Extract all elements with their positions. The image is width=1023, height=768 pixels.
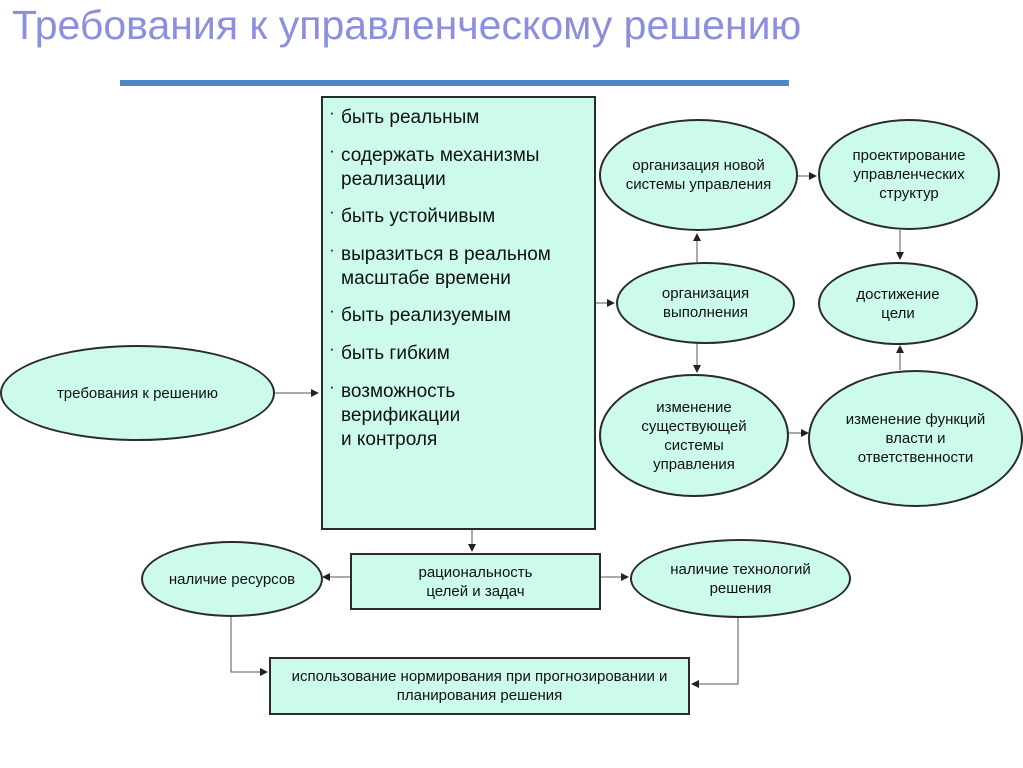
requirement-item: выразиться в реальном масштабе времени — [329, 238, 588, 291]
requirement-item: быть устойчивым — [329, 200, 588, 229]
node-requirements: требования к решению — [0, 345, 275, 441]
arrow-resources-to-norming — [230, 616, 268, 676]
node-norming: использование нормирования при прогнозир… — [269, 657, 690, 715]
node-change-system: изменение существующей системы управлени… — [599, 374, 789, 497]
node-goal-achievement-label: достижение цели — [856, 285, 940, 322]
node-org-execution-label: организация выполнения — [661, 285, 750, 321]
node-technologies-label: наличие технологий решения — [670, 560, 811, 597]
node-rationality: рациональность целей и задач — [350, 553, 601, 610]
node-change-functions-label: изменение функций власти и ответственнос… — [845, 411, 986, 466]
node-rationality-label: рациональность целей и задач — [418, 563, 533, 600]
node-design-structures: проектирование управленческих структур — [818, 119, 1000, 230]
node-goal-achievement: достижение цели — [818, 262, 978, 345]
requirement-item: возможность верификации и контроля — [329, 375, 588, 452]
node-design-structures-label: проектирование управленческих структур — [852, 147, 966, 202]
node-resources: наличие ресурсов — [141, 541, 323, 617]
page-title: Требования к управленческому решению — [12, 2, 802, 48]
title-underline — [120, 80, 789, 86]
node-org-execution: организация выполнения — [616, 262, 795, 344]
requirement-item: быть гибким — [329, 337, 588, 366]
node-norming-label: использование нормирования при прогнозир… — [291, 668, 668, 704]
arrow-technologies-to-norming — [691, 616, 739, 688]
node-change-system-label: изменение существующей системы управлени… — [641, 398, 747, 473]
requirement-item: содержать механизмы реализации — [329, 139, 588, 192]
requirements-list-box: быть реальным содержать механизмы реализ… — [321, 96, 596, 530]
node-change-functions: изменение функций власти и ответственнос… — [808, 370, 1023, 507]
node-resources-label: наличие ресурсов — [168, 570, 296, 588]
node-org-new-system: организация новой системы управления — [599, 119, 798, 231]
node-requirements-label: требования к решению — [56, 384, 219, 402]
requirement-item: быть реальным — [329, 101, 588, 130]
node-technologies: наличие технологий решения — [630, 539, 851, 618]
requirement-item: быть реализуемым — [329, 299, 588, 328]
node-org-new-system-label: организация новой системы управления — [625, 157, 772, 193]
